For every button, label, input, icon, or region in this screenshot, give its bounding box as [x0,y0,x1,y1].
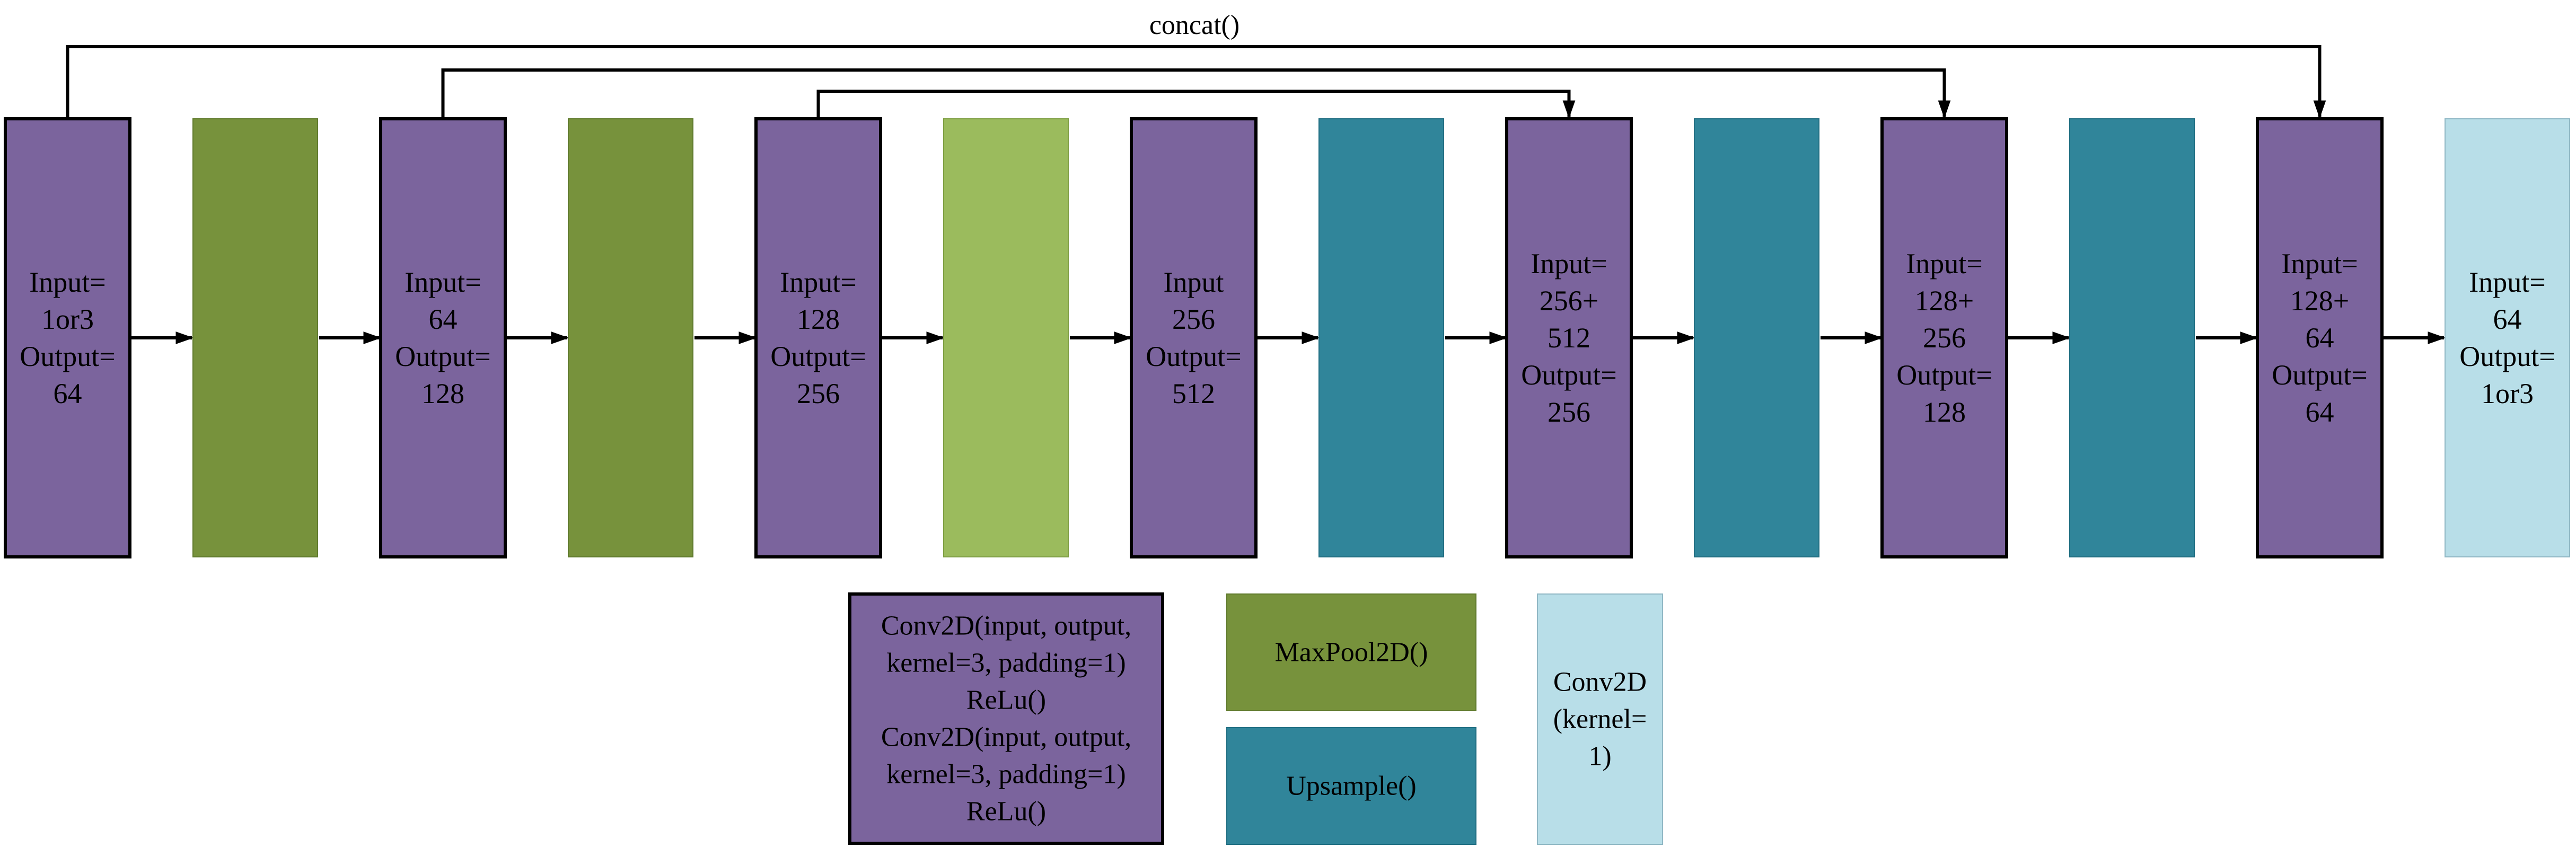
maxpool-block-rect [192,118,318,557]
conv-block-rect [2256,117,2384,558]
legend-upsample: Upsample() [1226,727,1476,845]
legend-maxpool-label-line: MaxPool2D() [1275,638,1428,668]
block-label-line: Input= [29,266,105,298]
block-label-line: Output= [1896,359,1992,391]
legend-conv-label-line: ReLu() [966,797,1046,827]
block-label-line: Output= [1521,359,1616,391]
block-label-line: 128+ [2290,285,2349,317]
block-label-line: 128 [1923,396,1966,428]
block-label-line: 64 [2306,396,2334,428]
block-upsample [2069,118,2195,557]
legend-maxpool: MaxPool2D() [1226,593,1476,711]
network-blocks: Input=1or3Output=64Input=64Output=128Inp… [4,117,2570,558]
legend-upsample-swatch [1226,727,1476,845]
block-label-line: Output= [395,340,490,372]
legend-conv1x1-swatch [1537,593,1663,845]
legend: Conv2D(input, output, kernel=3, padding=1… [848,592,1663,845]
skip-connections [66,45,2326,119]
conv-block-rect [1505,117,1633,558]
block-label-line: 128 [797,303,840,335]
skip-connection-arrow [66,45,2326,119]
block-label-line: Input= [405,266,481,298]
legend-conv-label-line: Conv2D(input, output, [881,722,1131,753]
block-label-line: 64 [429,303,458,335]
skip-connection-arrow [441,68,1951,119]
block-label-line: 1or3 [2481,378,2534,409]
block-label-line: Output= [2272,359,2367,391]
block-label-line: 256 [1172,303,1215,335]
upsample-block-rect [2069,118,2195,557]
block-label-line: Output= [20,340,115,372]
legend-conv-label-line: kernel=3, padding=1) [886,648,1126,678]
legend-conv: Conv2D(input, output, kernel=3, padding=1… [848,592,1164,845]
block-maxpool [568,118,693,557]
legend-maxpool-swatch [1226,593,1476,711]
block-maxpool_light [943,118,1069,557]
block-label-line: 64 [2493,303,2522,335]
block-label-line: 256 [797,378,840,409]
block-label-line: Input= [2281,248,2358,280]
legend-conv-swatch [848,592,1164,845]
block-label-line: 256 [1548,396,1590,428]
upsample-block-rect [1694,118,1819,557]
block-upsample [1318,118,1444,557]
legend-conv-label-line: Conv2D(input, output, [881,611,1131,641]
block-label-line: 64 [2306,322,2334,354]
block-label-line: 256+ [1540,285,1598,317]
block-label-line: Output= [770,340,866,372]
block-label-line: 512 [1548,322,1590,354]
conv-block-rect [4,117,131,558]
concat-label: concat() [1149,10,1239,40]
block-label-line: Output= [2459,340,2555,372]
block-label-line: 128+ [1915,285,1974,317]
conv-block-rect [379,117,507,558]
legend-upsample-label-line: Upsample() [1286,771,1416,801]
upsample-block-rect [1318,118,1444,557]
block-maxpool [192,118,318,557]
maxpool-block-rect [568,118,693,557]
block-upsample [1694,118,1819,557]
legend-conv1x1-label-line: (kernel= [1553,704,1647,735]
block-label-line: Input= [1531,248,1607,280]
skip-connection-arrow [816,90,1576,119]
block-label-line: 128 [421,378,464,409]
conv-block-rect [754,117,882,558]
block-label-line: Input= [2469,266,2545,298]
conv-block-rect [1130,117,1258,558]
block-label-line: 512 [1172,378,1215,409]
legend-conv-label-line: kernel=3, padding=1) [886,759,1126,790]
conv-block-rect [1880,117,2008,558]
block-label-line: Input= [1906,248,1982,280]
block-label-line: Output= [1146,340,1241,372]
block-label-line: Input [1164,266,1224,298]
legend-conv1x1-label-line: Conv2D [1553,667,1647,697]
legend-conv1x1: Conv2D (kernel= 1) [1537,593,1663,845]
legend-conv-label-line: ReLu() [966,685,1046,715]
block-label-line: 256 [1923,322,1966,354]
maxpool_light-block-rect [943,118,1069,557]
block-label-line: 64 [54,378,82,409]
block-label-line: 1or3 [41,303,94,335]
legend-conv1x1-label-line: 1) [1588,741,1611,772]
conv1x1-block-rect [2445,118,2570,557]
block-label-line: Input= [780,266,856,298]
